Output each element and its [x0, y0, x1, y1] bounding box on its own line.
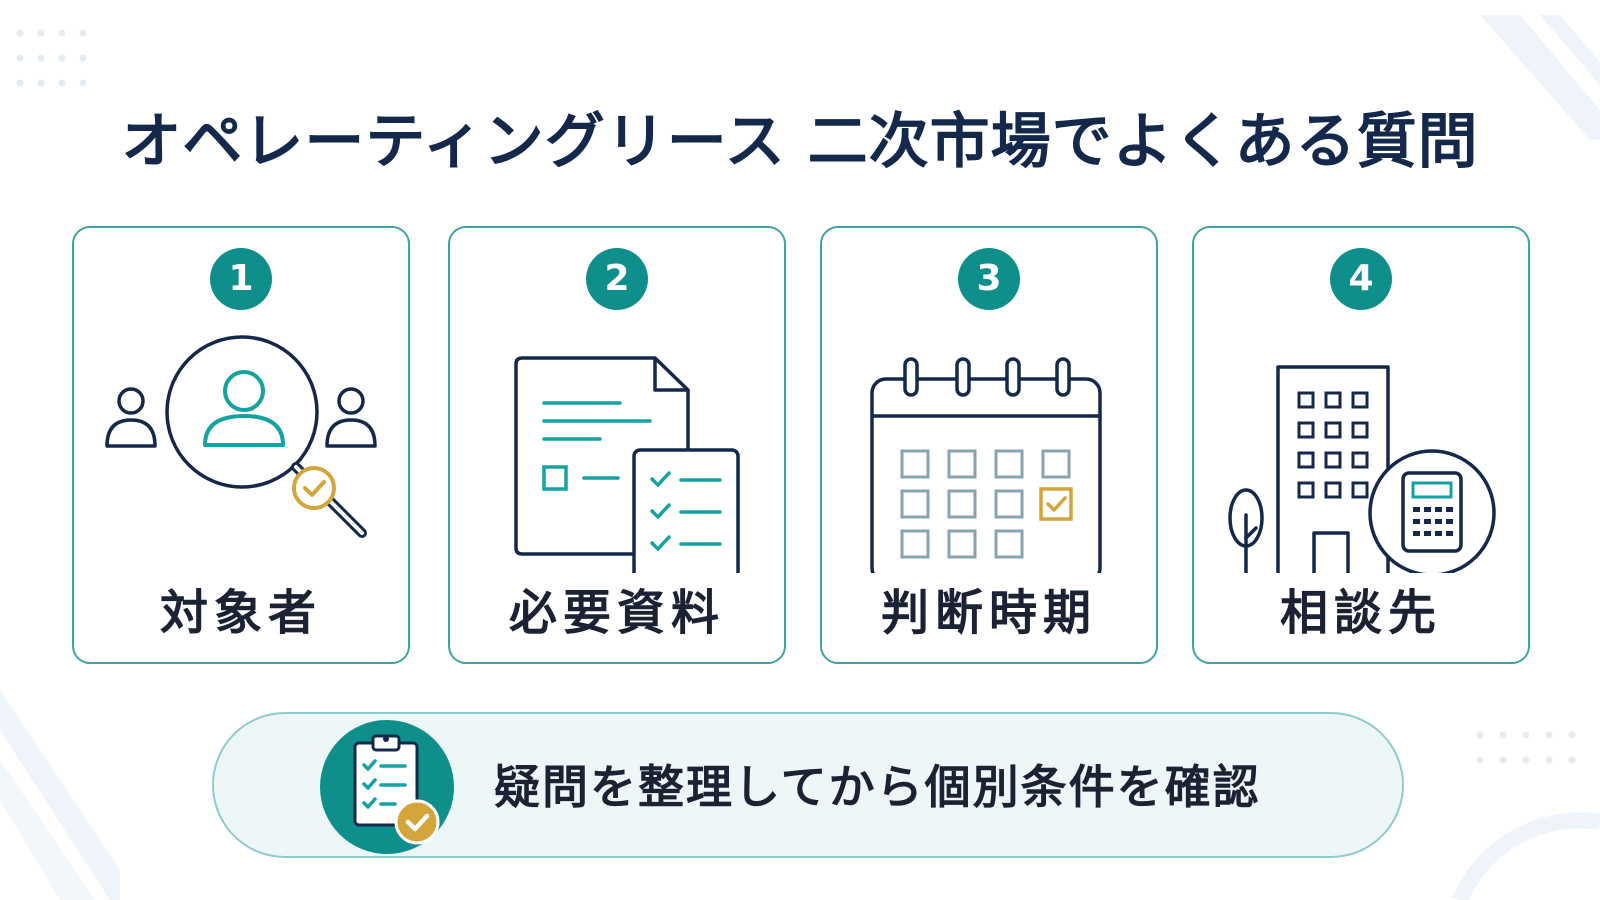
stripe-decoration: [0, 690, 120, 900]
summary-banner: 疑問を整理してから個別条件を確認: [212, 712, 1404, 858]
card-number-badge: 1: [210, 248, 272, 310]
card-number-badge: 4: [1330, 248, 1392, 310]
card-label: 必要資料: [508, 585, 725, 641]
card-label: 判断時期: [880, 585, 1097, 641]
arc-decoration: [1452, 812, 1600, 900]
faq-card-timing[interactable]: 3: [820, 226, 1158, 664]
card-number-badge: 3: [958, 248, 1020, 310]
stripe-decoration: [1480, 15, 1600, 140]
people-search-icon: [105, 335, 377, 538]
clipboard-check-icon: [320, 720, 454, 854]
dot-grid-decoration: [1476, 731, 1576, 764]
page-title: オペレーティングリース 二次市場でよくある質問: [121, 107, 1479, 177]
faq-card-documents[interactable]: 2 必要: [448, 226, 786, 664]
dot-grid-decoration: [16, 29, 87, 87]
faq-card-consultation[interactable]: 4: [1192, 226, 1530, 664]
card-label: 対象者: [159, 585, 322, 641]
card-number-badge: 2: [586, 248, 648, 310]
calendar-check-icon: [870, 357, 1102, 573]
document-checklist-icon: [514, 356, 740, 573]
faq-card-target[interactable]: 1 対象者: [72, 226, 410, 664]
card-label: 相談先: [1279, 585, 1442, 641]
building-calculator-icon: [1228, 365, 1496, 573]
summary-text: 疑問を整理してから個別条件を確認: [494, 760, 1261, 814]
